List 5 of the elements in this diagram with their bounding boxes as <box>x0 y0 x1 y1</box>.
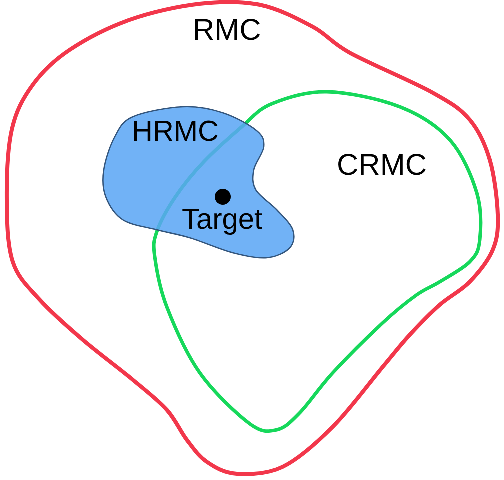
region-label: RMC <box>193 16 262 46</box>
region-label: HRMC <box>132 118 219 147</box>
point-label: Target <box>182 206 263 235</box>
filled-region <box>102 105 295 260</box>
region-label: CRMC <box>337 151 427 181</box>
